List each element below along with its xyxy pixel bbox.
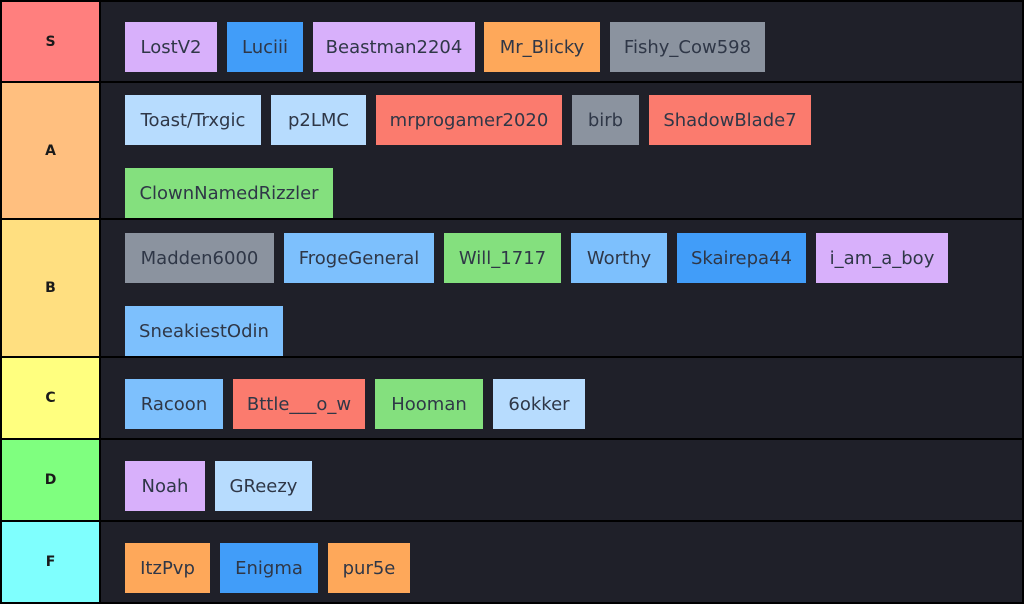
tier-item-chip[interactable]: p2LMC (271, 95, 366, 145)
tier-item-chip[interactable]: GReezy (215, 461, 312, 511)
tier-label-c[interactable]: C (2, 358, 99, 438)
tier-item-chip[interactable]: LostV2 (125, 22, 217, 72)
tier-item-chip[interactable]: Bttle___o_w (233, 379, 365, 429)
tier-item-chip[interactable]: mrprogamer2020 (376, 95, 562, 145)
tier-item-chip[interactable]: pur5e (328, 543, 410, 593)
tier-item-chip[interactable]: Mr_Blicky (484, 22, 600, 72)
tier-item-chip[interactable]: Worthy (571, 233, 667, 283)
tier-label-b[interactable]: B (2, 220, 99, 356)
tier-item-chip[interactable]: ShadowBlade7 (649, 95, 811, 145)
tier-label-d[interactable]: D (2, 440, 99, 520)
tier-item-chip[interactable]: 6okker (493, 379, 585, 429)
tier-item-chip[interactable]: i_am_a_boy (816, 233, 948, 283)
tier-item-chip[interactable]: Beastman2204 (313, 22, 475, 72)
tier-item-chip[interactable]: FrogeGeneral (284, 233, 434, 283)
tier-item-chip[interactable]: ItzPvp (125, 543, 210, 593)
tier-item-chip[interactable]: ClownNamedRizzler (125, 168, 333, 218)
tier-item-chip[interactable]: Fishy_Cow598 (610, 22, 765, 72)
tier-item-chip[interactable]: Luciii (227, 22, 303, 72)
tier-item-chip[interactable]: Skairepa44 (677, 233, 806, 283)
tier-item-chip[interactable]: Madden6000 (125, 233, 274, 283)
tier-label-s[interactable]: S (2, 2, 99, 81)
tier-item-chip[interactable]: Enigma (220, 543, 318, 593)
tier-item-chip[interactable]: SneakiestOdin (125, 306, 283, 356)
tier-item-chip[interactable]: Will_1717 (444, 233, 561, 283)
tier-label-a[interactable]: A (2, 83, 99, 218)
tier-label-f[interactable]: F (2, 522, 99, 602)
tier-item-chip[interactable]: Racoon (125, 379, 223, 429)
tier-item-chip[interactable]: Noah (125, 461, 205, 511)
tier-item-chip[interactable]: Toast/Trxgic (125, 95, 261, 145)
tier-item-chip[interactable]: birb (572, 95, 639, 145)
tier-item-chip[interactable]: Hooman (375, 379, 483, 429)
